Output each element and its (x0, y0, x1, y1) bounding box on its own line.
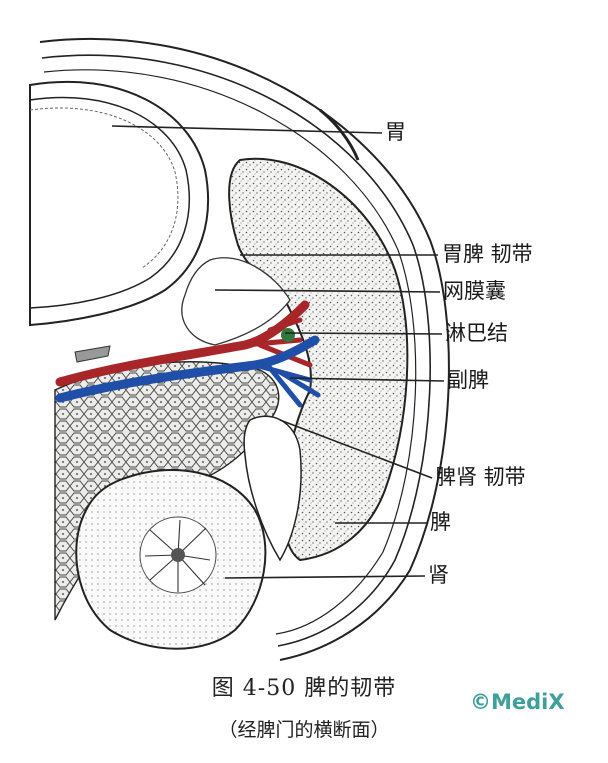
label-stomach: 胃 (385, 120, 406, 144)
figure-caption: 图 4-50 脾的韧带 (211, 676, 397, 701)
label-omental-bursa: 网膜囊 (443, 279, 506, 303)
splenorenal-ligament-area (243, 415, 302, 562)
figure-subcaption: （经脾门的横断面） (218, 719, 390, 741)
label-gastrosplenic-ligament: 胃脾 韧带 (442, 242, 533, 266)
splenic-vessels (55, 300, 321, 408)
stomach (29, 80, 209, 327)
label-accessory-spleen: 副脾 (447, 368, 489, 392)
label-kidney: 肾 (428, 563, 449, 587)
label-lymph-node: 淋巴结 (445, 321, 508, 345)
body-wall (39, 37, 450, 661)
watermark: ©MediX (470, 690, 565, 714)
label-spleen: 脾 (430, 510, 451, 534)
kidney (75, 469, 267, 650)
leader-lines (111, 125, 445, 579)
lymph-node-marker (281, 328, 295, 342)
omental-bursa (181, 257, 291, 346)
splenic-vein (55, 335, 320, 403)
label-splenorenal-ligament: 脾肾 韧带 (435, 465, 526, 489)
